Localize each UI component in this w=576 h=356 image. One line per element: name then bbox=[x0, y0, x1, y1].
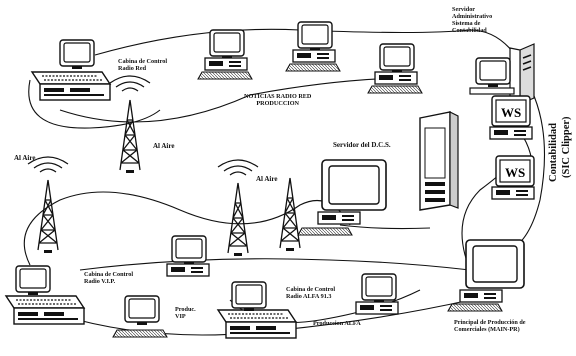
cable-left-loop bbox=[23, 191, 351, 266]
label-al-aire-center: Al Aire bbox=[153, 142, 175, 150]
ws-workstation-2: WS bbox=[491, 155, 535, 200]
label-sic-clipper: (SIC Clipper) bbox=[561, 116, 572, 178]
cable-vip-to-alfa bbox=[79, 258, 471, 271]
label-cabina-radio-vip: Cabina de Control Radio V.I.P. bbox=[84, 271, 134, 285]
cable-red-to-noticias bbox=[59, 77, 401, 123]
radio-red-control-booth bbox=[31, 39, 111, 101]
ws-screen-label-1: WS bbox=[501, 105, 521, 120]
dcs-rack-server bbox=[419, 111, 459, 211]
main-production-workstation bbox=[447, 239, 525, 312]
label-al-aire-right: Al Aire bbox=[256, 175, 278, 183]
production-vip-workstation bbox=[112, 295, 168, 338]
workstation-center bbox=[166, 235, 210, 277]
label-servidor-administrativo: Servidor Administrativo Sistema de Conta… bbox=[452, 6, 493, 34]
label-servidor-dcs: Servidor del D.C.S. bbox=[333, 141, 391, 149]
label-produc-vip: Produc. VIP bbox=[175, 306, 196, 320]
label-contabilidad: Contabilidad bbox=[548, 123, 559, 182]
label-produccion-alfa: Produccion ALFA bbox=[313, 320, 361, 327]
radio-vip-control-booth bbox=[5, 265, 85, 325]
label-cabina-radio-alfa: Cabina de Control Radio ALFA 91.3 bbox=[286, 286, 336, 300]
antenna-center bbox=[109, 75, 151, 174]
ws-workstation-1: WS bbox=[489, 95, 533, 140]
antenna-right bbox=[217, 159, 259, 257]
label-noticias-radio-red: NOTICIAS RADIO RED PRODUCCION bbox=[244, 93, 312, 107]
label-cabina-radio-red: Cabina de Control Radio Red bbox=[118, 58, 168, 72]
radio-alfa-control-booth bbox=[217, 281, 297, 339]
dcs-server-workstation bbox=[297, 159, 387, 236]
cable-red-loop bbox=[28, 79, 161, 129]
label-principal-produccion: Principal de Producción de Comerciales (… bbox=[454, 319, 526, 333]
label-al-aire-left: Al Aire bbox=[14, 154, 36, 162]
workstation-top-3 bbox=[367, 43, 423, 94]
cable-ring-top bbox=[94, 28, 521, 63]
ws-screen-label-2: WS bbox=[505, 165, 525, 180]
antenna-left bbox=[27, 156, 69, 254]
cable-dcs-to-rack bbox=[339, 224, 431, 230]
production-alfa-workstation bbox=[355, 273, 399, 315]
workstation-top-1 bbox=[197, 29, 253, 80]
admin-server bbox=[469, 43, 535, 105]
